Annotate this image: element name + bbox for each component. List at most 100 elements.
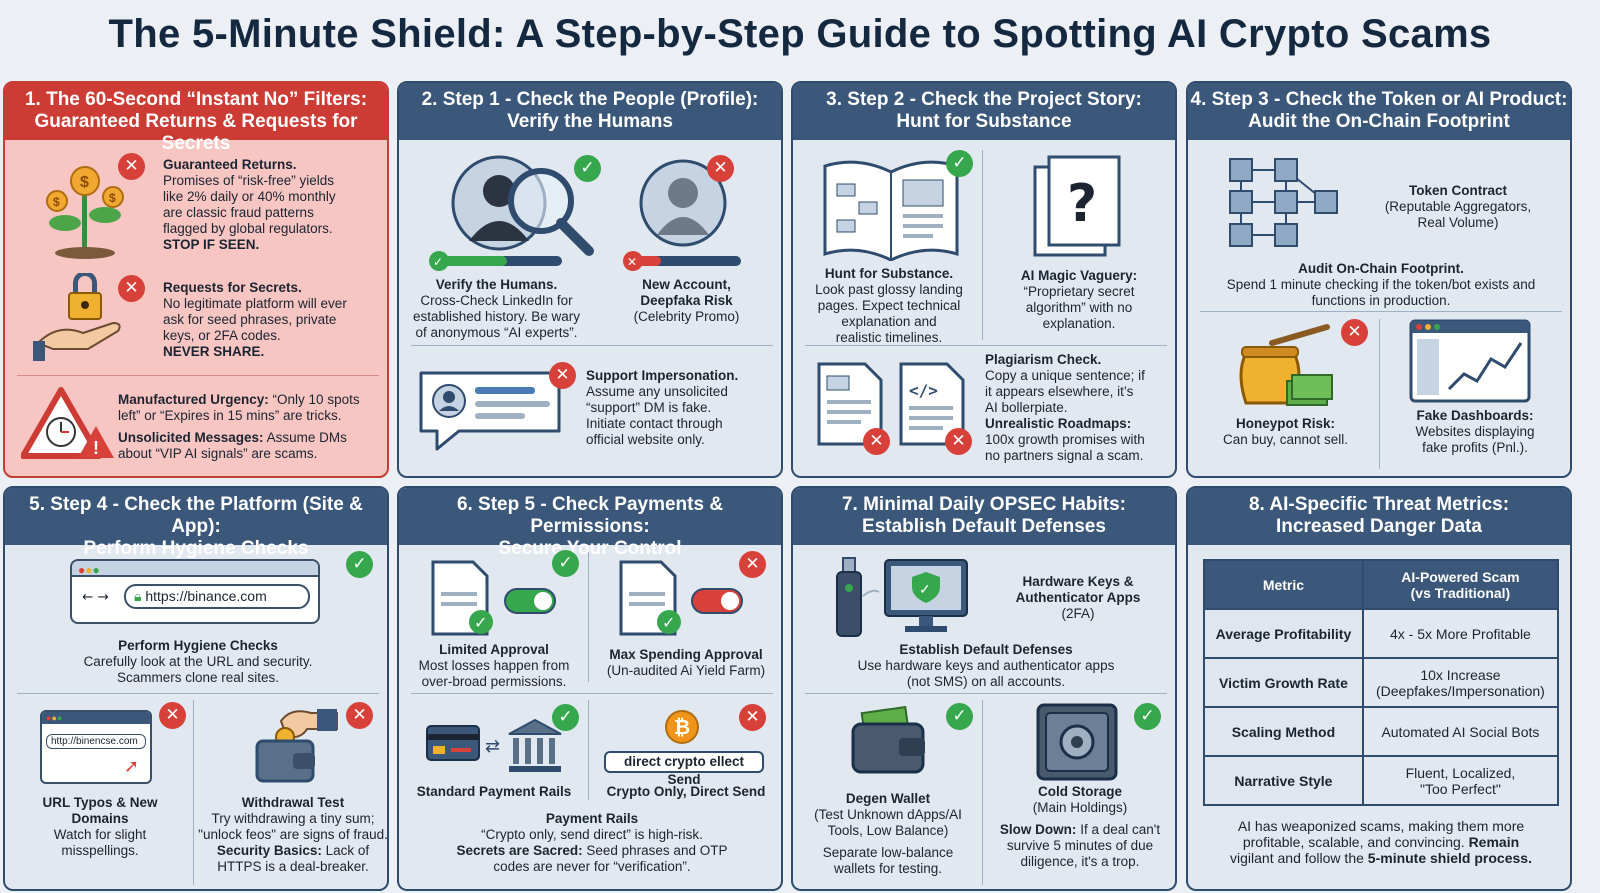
- header-line: (vs Traditional): [1410, 584, 1511, 601]
- text-line: Assume DMs: [266, 430, 347, 445]
- text-line: Look past glossy landing: [815, 282, 963, 297]
- value-cell: Fluent, Localized,"Too Perfect": [1361, 755, 1560, 806]
- panel-instant-no-filters: 1. The 60-Second “Instant No” Filters:Gu…: [3, 81, 389, 478]
- panel-threat-metrics: 8. AI-Specific Threat Metrics:Increased …: [1186, 486, 1572, 891]
- approval-document-icon: ✓: [431, 560, 493, 636]
- browser-nav-arrows[interactable]: ← →: [82, 589, 109, 605]
- limited-approval-title: Limited Approval: [439, 642, 549, 657]
- stop-if-seen: STOP IF SEEN.: [163, 237, 260, 252]
- divider: [805, 345, 1167, 346]
- hunt-substance-title: Hunt for Substance.: [824, 266, 954, 281]
- text-line: (Reputable Aggregators,: [1384, 199, 1532, 214]
- direct-send-box[interactable]: direct crypto ellect Send: [604, 751, 764, 787]
- text-line: of anonymous “AI experts”.: [415, 325, 578, 340]
- header-line-1: 5. Step 4 - Check the Platform (Site & A…: [29, 494, 363, 537]
- cold-storage-title: Cold Storage: [1037, 784, 1122, 799]
- text-line: established history. Be wary: [412, 309, 581, 324]
- text-line: “Proprietary secret: [1023, 284, 1135, 299]
- secrets-sacred-title: Secrets are Sacred:: [456, 843, 583, 858]
- remain-bold: Remain: [1468, 834, 1520, 850]
- svg-text:✓: ✓: [433, 255, 443, 269]
- cross-icon: ✕: [118, 153, 145, 180]
- standard-rails-label: Standard Payment Rails: [416, 784, 572, 799]
- text-line: (Test Unknown dApps/AI: [814, 807, 962, 822]
- value-cell: 10x Increase(Deepfakes/Impersonation): [1361, 657, 1560, 708]
- text-line: No legitimate platform will ever: [163, 296, 347, 311]
- value-line: (Deepfakes/Impersonation): [1375, 682, 1545, 699]
- text-line: fake profits (Pnl.).: [1422, 440, 1528, 455]
- value-line: "Too Perfect": [1420, 780, 1501, 797]
- url-bar-typo[interactable]: http://binencse.com: [46, 734, 146, 749]
- value-line: 4x - 5x More Profitable: [1390, 625, 1531, 642]
- authenticator-title: Authenticator Apps: [1015, 590, 1141, 605]
- cross-icon: ✕: [118, 275, 145, 302]
- monitor-shield-icon: ✓: [884, 559, 968, 632]
- metric-cell: Average Profitability: [1203, 608, 1364, 659]
- text-line: diligence, it's a trop.: [1020, 854, 1140, 869]
- token-contract-text: Token Contract(Reputable Aggregators,Rea…: [1363, 183, 1553, 231]
- money-plant-icon: $ $ $: [46, 166, 124, 259]
- summary-text: AI has weaponized scams, making them mor…: [1196, 818, 1566, 866]
- audit-onchain-text: Audit On-Chain Footprint.Spend 1 minute …: [1196, 261, 1566, 309]
- urgency-text: Manufactured Urgency: “Only 10 spots lef…: [118, 392, 387, 462]
- payment-rails-title: Payment Rails: [545, 811, 639, 826]
- check-icon: ✓: [552, 704, 579, 731]
- text-line: (Un-audited Ai Yield Farm): [606, 663, 766, 678]
- text-line: over-broad permissions.: [421, 674, 567, 689]
- anonymous-avatar-icon: [639, 159, 727, 247]
- table-row: Average Profitability 4x - 5x More Profit…: [1203, 608, 1560, 659]
- ai-scam-header: AI-Powered Scam(vs Traditional): [1361, 559, 1560, 610]
- panel-header: 8. AI-Specific Threat Metrics:Increased …: [1188, 488, 1570, 545]
- plagiarism-title: Plagiarism Check.: [985, 352, 1102, 367]
- text-line: Cross-Check LinkedIn for: [420, 293, 573, 308]
- cursor-icon: ➚: [124, 756, 140, 777]
- header-line-2: Establish Default Defenses: [862, 516, 1106, 537]
- text-line: 100x growth promises with: [985, 432, 1145, 447]
- text-line: explanation and: [841, 314, 937, 329]
- text-line: Carefully look at the URL and security.: [83, 654, 313, 669]
- toggle-on-danger[interactable]: [691, 588, 743, 614]
- text-line: realistic timelines.: [835, 330, 943, 345]
- text-line: left” or “Expires in 15 mins” are tricks…: [118, 408, 342, 423]
- panel-header: 1. The 60-Second “Instant No” Filters:Gu…: [5, 83, 387, 154]
- text-line: Scammers clone real sites.: [116, 670, 280, 685]
- open-book-icon: [823, 160, 959, 261]
- audit-onchain-title: Audit On-Chain Footprint.: [1298, 261, 1464, 276]
- crypto-only-label: Crypto Only, Direct Send: [606, 784, 766, 799]
- divider: [411, 693, 773, 694]
- defenses-title: Establish Default Defenses: [899, 642, 1073, 657]
- text-line: explanation.: [1042, 316, 1116, 331]
- payment-rails-text: Payment Rails“Crypto only, send direct” …: [404, 811, 780, 875]
- urgency-title: Manufactured Urgency:: [118, 392, 269, 407]
- text-line: Promises of “risk-free” yields: [163, 173, 335, 188]
- divider: [588, 552, 589, 682]
- text-line: vigilant and follow the: [1230, 850, 1364, 866]
- text-line: algorithm” with no: [1025, 300, 1133, 315]
- support-impersonation-title: Support Impersonation.: [586, 368, 739, 383]
- panel-payments-permissions: 6. Step 5 - Check Payments & Permissions…: [397, 486, 783, 891]
- toggle-on[interactable]: [504, 588, 556, 614]
- divider: [193, 700, 194, 885]
- panel-header: 4. Step 3 - Check the Token or AI Produc…: [1188, 83, 1570, 140]
- svg-text:</>: </>: [909, 381, 938, 400]
- text-line: codes are never for “verification”.: [493, 859, 691, 874]
- text-line: about “VIP AI signals” are scams.: [118, 446, 318, 461]
- text-line: Use hardware keys and authenticator apps: [857, 658, 1115, 673]
- svg-text:✕: ✕: [627, 255, 637, 269]
- panel-platform-checks: 5. Step 4 - Check the Platform (Site & A…: [3, 486, 389, 891]
- text-line: “support” DM is fake.: [586, 400, 712, 415]
- never-share: NEVER SHARE.: [163, 344, 265, 359]
- text-line: keys, or 2FA codes.: [163, 328, 281, 343]
- value-line: 10x Increase: [1420, 666, 1501, 683]
- text-line: Seed phrases and OTP: [586, 843, 728, 858]
- hardware-keys-title: Hardware Keys &: [1022, 574, 1134, 589]
- url-bar-secure[interactable]: 🔒︎ https://binance.com: [124, 584, 310, 609]
- text-line: (Main Holdings): [1032, 800, 1128, 815]
